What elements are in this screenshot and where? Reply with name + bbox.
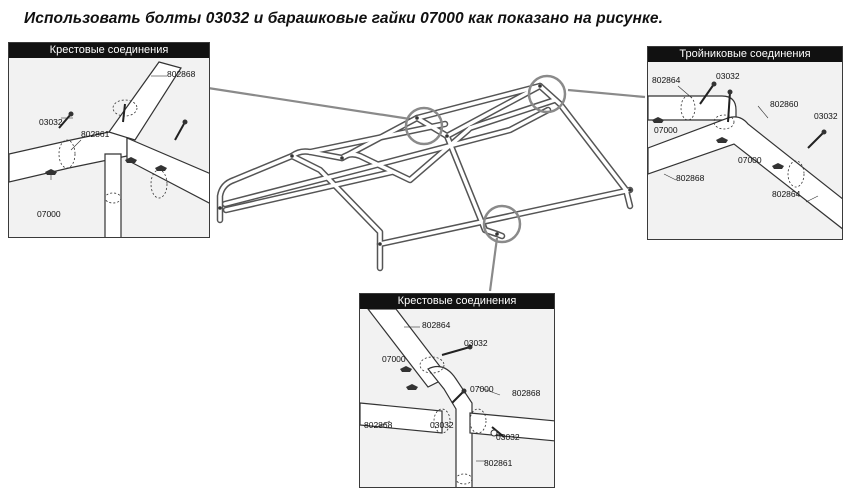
bolt-icon [451,390,465,404]
instruction-title: Использовать болты 03032 и барашковые га… [24,10,664,27]
detail-panel-cross-bottom: Крестовые соединения [359,293,555,488]
panel-heading: Тройниковые соединения [648,47,842,62]
nut-label: 07000 [654,125,678,135]
bolt-label: 03032 [716,71,740,81]
nut-label: 07000 [738,155,762,165]
connector-line-right [567,88,646,99]
part-label: 802864 [422,320,451,330]
magnifier-circle-bottom [482,204,522,244]
cross-joint-drawing [360,309,554,487]
nut-label: 07000 [382,354,406,364]
wing-nut-icon [716,137,728,143]
bolt-icon [699,83,715,105]
magnifier-circle-left [404,106,444,146]
bolt-icon [807,131,825,149]
detail-panel-tee-right: Тройниковые соединения 802864 [647,46,843,240]
tee-joint-drawing [648,81,842,230]
part-label: 802864 [652,75,681,85]
bolt-icon [122,103,126,123]
connector-line-bottom [488,237,499,292]
wing-nut-icon [400,366,412,372]
wing-nut-icon [406,384,418,390]
bolt-label: 03032 [39,117,63,127]
part-label: 802860 [770,99,799,109]
nut-label: 07000 [470,384,494,394]
wing-nut-icon [125,157,137,163]
panel-heading: Крестовые соединения [360,294,554,309]
nut-label: 07000 [37,209,61,219]
canopy-frame [216,82,634,272]
magnifier-circle-right [527,74,567,114]
connector-line-left [207,86,411,121]
canopy-frame-inner [218,84,632,270]
bolt-icon [58,113,72,129]
bolt-label: 03032 [496,432,520,442]
wing-nut-icon [652,117,664,123]
part-label: 802861 [81,129,110,139]
bolt-label: 03032 [430,420,454,430]
panel-heading: Крестовые соединения [9,43,209,58]
part-label: 802861 [484,458,513,468]
part-label: 802868 [676,173,705,183]
bolt-icon [441,346,471,356]
bolt-label: 03032 [814,111,838,121]
part-label: 802868 [364,420,393,430]
wing-nut-icon [772,163,784,169]
detail-panel-cross-left: Крестовые соединения [8,42,210,238]
part-label: 802868 [512,388,541,398]
bolt-icon [727,91,731,123]
bolt-icon [491,426,505,438]
part-label: 802864 [772,189,801,199]
wing-nut-icon [155,165,167,171]
part-label: 802868 [167,69,196,79]
bolt-label: 03032 [464,338,488,348]
cross-joint-drawing [9,61,209,237]
bolt-icon [174,121,186,141]
